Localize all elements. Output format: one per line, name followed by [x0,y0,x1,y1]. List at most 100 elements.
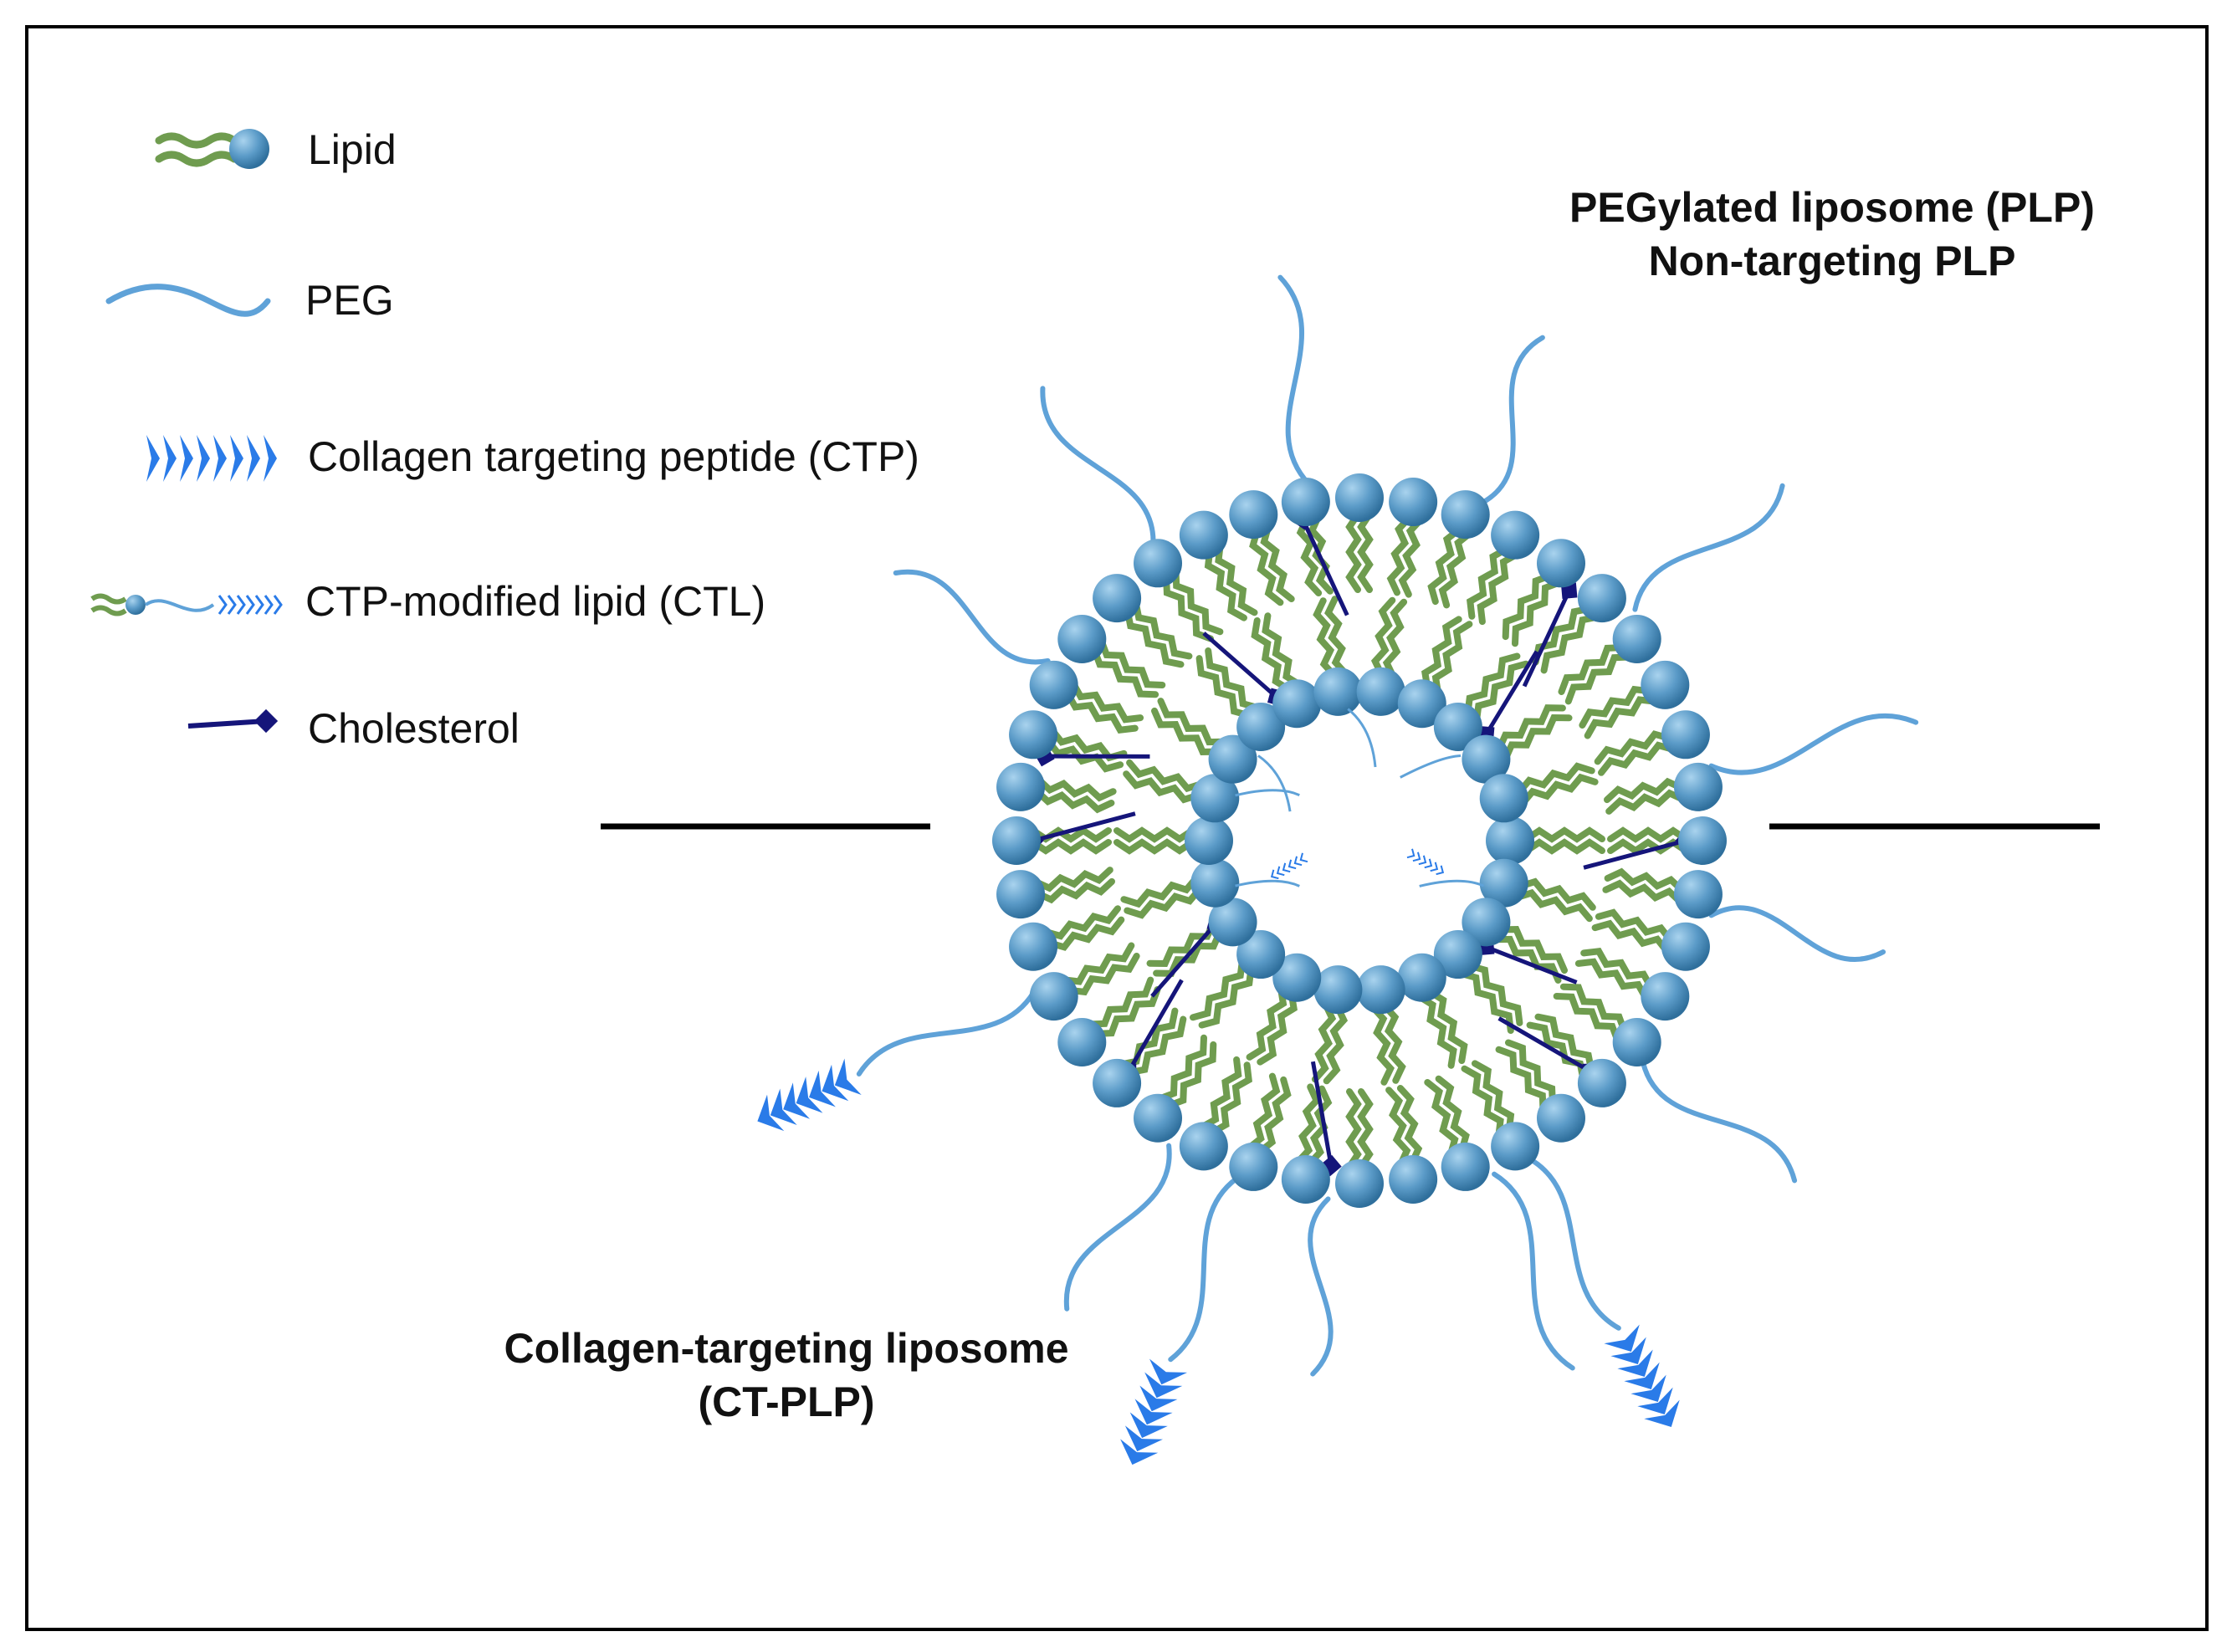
outer-lipid-head [1641,972,1690,1021]
inner-lipid-head [1462,734,1511,784]
outer-lipid-tail [1199,1056,1242,1130]
outer-lipid-tail [1345,1088,1362,1170]
outer-lipid-tail [1260,524,1295,602]
inner-lipid-head [1356,965,1405,1015]
ctp-chevron [1617,1349,1653,1378]
outer-lipid-tail [1126,1015,1187,1077]
outer-lipid-tail [1091,647,1160,698]
inner-lipid-tail [1496,704,1566,753]
inner-lipid-head [1397,679,1446,729]
lipid-heads [992,473,1727,1208]
cholesterol-stick [1301,518,1349,616]
outer-lipid-tail [1034,877,1115,904]
ctp-peptide [757,1058,862,1132]
outer-lipid-tail [1086,976,1154,1028]
cholesterol-stick [1202,632,1278,699]
cholesterol-stick [1310,1061,1334,1166]
ctl-icon-chevron [254,595,264,615]
inner-lipid-tail [1113,826,1195,843]
outer-lipid-tail [1045,738,1124,773]
outer-lipid-tail [1427,526,1462,606]
ctp-chevron [1644,1399,1680,1428]
ctp-icon-chevron [146,435,160,482]
outer-lipid-tail [1598,741,1677,776]
inner-lipid-head [1313,965,1363,1015]
legend-cholesterol-label: Cholesterol [308,705,520,752]
plp-title: PEGylated liposome (PLP) Non-targeting P… [1506,181,2158,288]
lipid-tails [1030,511,1689,1170]
inner-lipid-tail [1519,773,1599,807]
outer-lipid-head [1029,972,1078,1021]
ctl-peg-chain [856,990,1037,1077]
inner-ctp-chevron [1282,862,1291,873]
outer-lipid-tail [1605,789,1687,815]
outer-lipid-head [1389,1154,1438,1204]
outer-lipid-tail [1604,777,1685,804]
inner-lipid-tail [1190,957,1246,1021]
ctp-chevron [1134,1399,1173,1425]
plp-title-line2: Non-targeting PLP [1648,238,2016,284]
outer-lipid-tail [1424,1079,1459,1158]
inner-lipid-tail [1457,970,1514,1034]
inner-lipid-tail [1151,707,1221,755]
inner-lipid-head [1397,953,1446,1002]
ctp-chevron [770,1088,797,1125]
inner-lipid-head [1462,898,1511,947]
ctp-peptides [757,1058,1680,1465]
outer-lipid-tail [1532,605,1593,666]
ctp-chevron [822,1064,849,1102]
outer-lipid-tail [1308,513,1334,595]
outer-lipid-head [1179,510,1228,560]
outer-lipid-head [992,816,1041,865]
ctp-peptide [1120,1358,1188,1465]
ctp-chevron [1637,1387,1673,1415]
legend-lipid-label: Lipid [308,126,397,173]
outer-lipid-tail [1132,599,1193,660]
outer-lipid-tail [1594,730,1673,765]
ctp-icon [146,435,277,482]
inner-lipid-tail [1421,616,1462,692]
ctp-chevron [1604,1324,1640,1352]
outer-lipid-tail [1461,1065,1504,1139]
outer-lipid-tail [1398,516,1424,598]
inner-lipid-head [1272,679,1322,729]
inner-lipid-tail [1195,655,1252,719]
ctp-chevron [1144,1372,1183,1399]
inner-lipid-tail [1123,770,1202,804]
legend-peg-label: PEG [305,277,394,324]
outer-lipid-head [1093,1058,1142,1107]
outer-lipid-tail [1064,690,1139,734]
outer-lipid-tail [1156,1034,1207,1102]
outer-lipid-tail [1512,579,1563,647]
inner-lipid-tail [1502,713,1573,762]
outer-lipid-head [1335,473,1384,522]
outer-lipid-tail [1604,867,1686,893]
outer-lipid-tail [1033,788,1115,814]
outer-lipid-head [1661,710,1710,760]
inner-lipid-tail [1523,826,1605,843]
ctp-chevron [1610,1337,1646,1365]
outer-lipid-head [1673,762,1723,811]
outer-lipid-head [1134,539,1183,588]
ctl-icon-chevron [273,595,283,615]
peg-chain [1040,386,1156,549]
outer-lipid-tail [1249,527,1284,606]
inner-lipid-tail [1513,888,1593,923]
outer-lipid-tail [1246,1072,1281,1152]
cholesterol-stick [1127,979,1184,1073]
inner-ctp-chevron [1418,855,1427,866]
inner-peg-chains [1235,708,1485,887]
ctplp-title-line2: (CT-PLP) [698,1378,875,1425]
peg-chain [1480,335,1545,505]
outer-lipid-tail [1215,542,1258,616]
ctp-chevron [796,1077,823,1113]
ctl-icon-chevron [236,595,246,615]
legend-ctl-label: CTP-modified lipid (CTL) [305,578,766,625]
inner-ctp-chevron [1287,859,1297,870]
outer-lipid-tail [1602,879,1684,905]
inner-ctp-peptide [1406,848,1445,876]
inner-ctp-chevron [1276,866,1285,877]
outer-lipid-head [996,762,1046,811]
ctp-peptide [1604,1324,1680,1428]
inner-lipid-tail [1246,985,1287,1061]
